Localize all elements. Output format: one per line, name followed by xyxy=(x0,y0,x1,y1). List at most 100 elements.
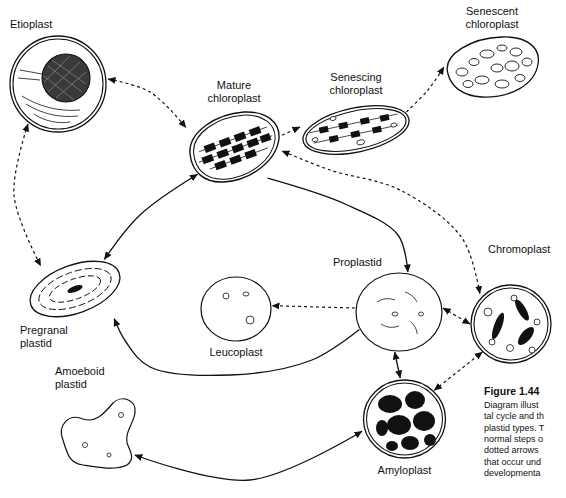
plastid-structure xyxy=(475,76,489,84)
plastid-structure xyxy=(66,283,83,294)
plastid-structure xyxy=(244,149,257,159)
plastid-node: Senescent chloroplast xyxy=(442,34,542,100)
dotted-arrow xyxy=(282,151,480,294)
caption-line: normal steps o xyxy=(484,434,543,445)
plastid-structure xyxy=(44,56,86,100)
plastid-structure xyxy=(249,126,262,136)
plastid-structure xyxy=(356,139,365,146)
plastid-structure xyxy=(367,383,443,455)
plastid-structure xyxy=(229,154,242,164)
plastid-structure xyxy=(463,81,473,88)
plastid-structure xyxy=(356,273,442,351)
plastid-shape xyxy=(8,34,108,134)
plastid-shape xyxy=(186,108,282,186)
plastid-shape xyxy=(362,378,447,460)
plastid-label: Etioplast xyxy=(10,18,52,31)
plastid-structure xyxy=(513,298,532,323)
plastid-structure xyxy=(377,292,417,334)
plastid-node: Mature chloroplast xyxy=(186,108,282,186)
plastid-node: Senescing chloroplast xyxy=(300,100,412,160)
plastid-structure xyxy=(195,126,275,171)
caption-line: dotted arrows xyxy=(484,445,539,456)
plastid-structure xyxy=(505,61,519,71)
plastid-structure xyxy=(507,345,514,352)
plastid-structure xyxy=(42,54,90,102)
caption-line: developmenta xyxy=(484,468,541,479)
plastid-shape xyxy=(26,256,124,322)
plastid-structure xyxy=(299,97,414,162)
plastid-label: Senescing chloroplast xyxy=(329,71,382,97)
plastid-structure xyxy=(419,312,424,316)
plastid-structure xyxy=(119,413,124,418)
dotted-arrow xyxy=(282,127,300,135)
plastid-label: Amoeboid plastid xyxy=(55,365,105,391)
plastid-structure xyxy=(360,117,370,125)
plastid-structure xyxy=(243,292,249,296)
caption-line: plastid types. T xyxy=(484,423,544,434)
dotted-arrow xyxy=(108,79,186,128)
dotted-arrow xyxy=(443,308,470,324)
plastid-structure xyxy=(471,285,551,363)
plastid-structure xyxy=(495,80,509,88)
plastid-structure xyxy=(83,443,88,448)
plastid-structure xyxy=(484,308,492,316)
plastid-structure xyxy=(234,132,247,142)
plastid-structure xyxy=(214,160,227,170)
dotted-arrow xyxy=(434,352,482,390)
plastid-structure xyxy=(302,101,410,159)
plastid-structure xyxy=(392,312,398,316)
plastid-structure xyxy=(107,453,111,457)
plastid-shape xyxy=(355,272,443,352)
plastid-structure xyxy=(515,324,537,347)
plastid-structure xyxy=(216,149,229,159)
plastid-label: Leucoplast xyxy=(209,346,262,359)
plastid-structure xyxy=(511,295,517,301)
plastid-structure xyxy=(194,115,276,179)
plastid-structure xyxy=(510,48,522,56)
plastid-node: Proplastid xyxy=(355,272,443,352)
plastid-structure xyxy=(474,288,548,360)
plastid-structure xyxy=(413,411,435,431)
plastid-structure xyxy=(529,347,535,353)
plastid-structure xyxy=(338,122,348,130)
plastid-structure xyxy=(491,64,503,72)
plastid-structure xyxy=(515,75,525,82)
plastid-structure xyxy=(522,58,532,66)
plastid-label: Chromoplast xyxy=(488,243,550,256)
plastid-node: Pregranal plastid xyxy=(26,256,124,322)
caption-line: that occur und xyxy=(484,457,541,468)
plastid-structure xyxy=(246,316,254,324)
plastid-structure xyxy=(376,420,388,436)
plastid-label: Mature chloroplast xyxy=(207,79,260,105)
caption-line: Diagram illust xyxy=(484,400,539,411)
plastid-structure xyxy=(489,311,506,340)
plastid-node: Amyloplast xyxy=(362,378,447,460)
plastid-shape xyxy=(200,276,272,342)
solid-arrow xyxy=(135,431,362,480)
caption-line: tal cycle and th xyxy=(484,411,544,422)
plastid-structure xyxy=(260,133,272,143)
plastid-structure xyxy=(386,441,398,451)
plastid-structure xyxy=(204,143,217,153)
plastid-structure xyxy=(378,395,402,413)
plastid-node: Etioplast xyxy=(8,34,108,134)
plastid-label: Amyloplast xyxy=(378,464,432,477)
plastid-node: Amoeboid plastid xyxy=(55,395,139,470)
plastid-structure xyxy=(447,37,538,97)
plastid-label: Pregranal plastid xyxy=(20,324,68,350)
plastid-shape xyxy=(470,284,552,364)
plastid-structure xyxy=(372,126,382,134)
plastid-node: Chromoplast xyxy=(470,284,552,364)
plastid-structure xyxy=(480,50,494,58)
plastid-structure xyxy=(201,277,271,341)
plastid-structure xyxy=(231,143,244,153)
dotted-arrow xyxy=(272,306,355,308)
plastid-structure xyxy=(497,45,507,51)
plastid-structure xyxy=(13,39,103,129)
plastid-structure xyxy=(401,436,419,450)
plastid-structure xyxy=(387,415,411,435)
plastid-node: Leucoplast xyxy=(200,276,272,342)
plastid-structure xyxy=(329,135,339,143)
dotted-arrow xyxy=(14,124,41,266)
